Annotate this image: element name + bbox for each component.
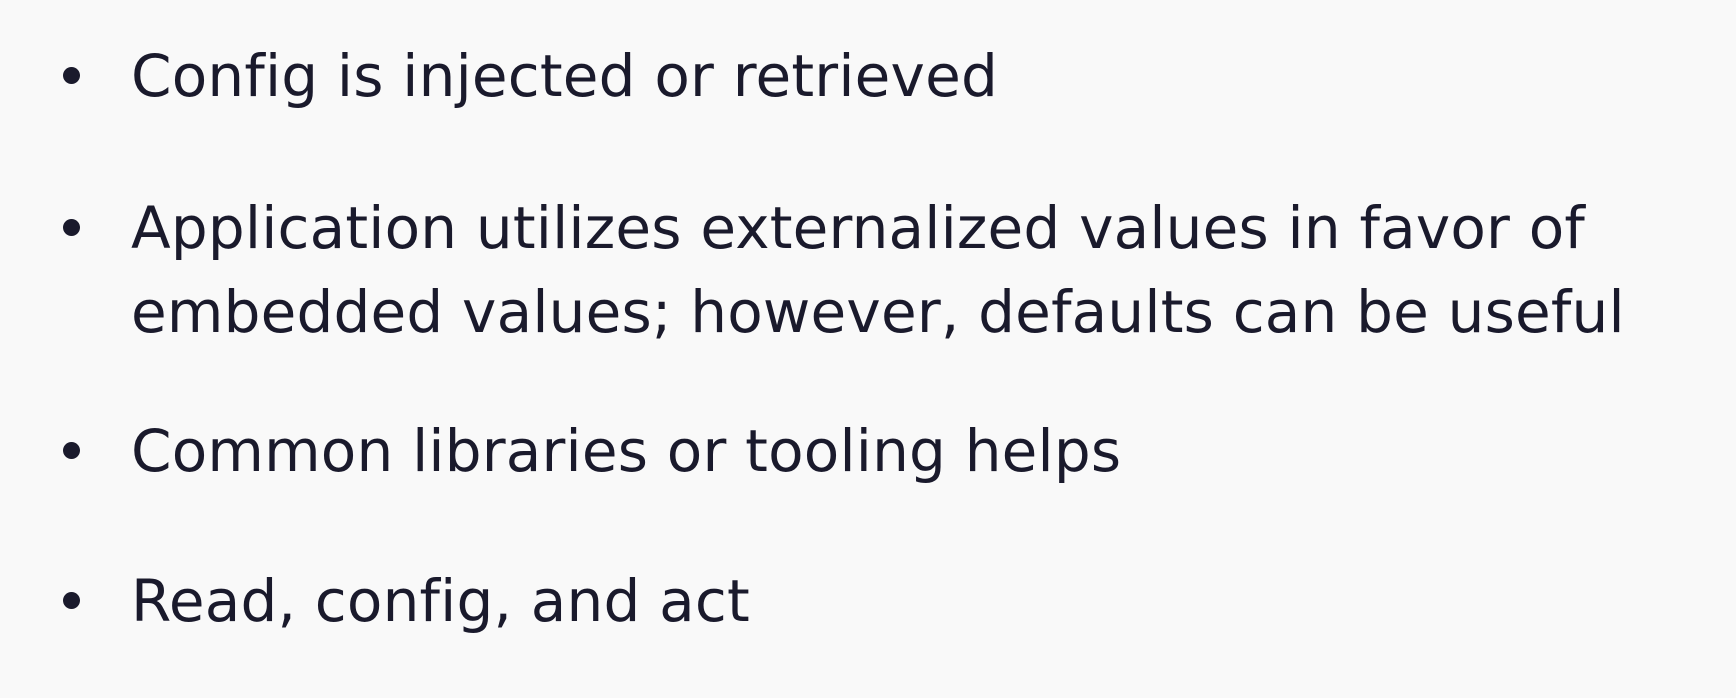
- bullet-text: Application utilizes externalized values…: [131, 186, 1625, 354]
- bullet-dot-icon: [63, 67, 80, 84]
- bullet-item: Common libraries or tooling helps: [63, 409, 1121, 493]
- bullet-text: Read, config, and act: [131, 567, 750, 635]
- bullet-dot-icon: [63, 592, 80, 609]
- bullet-item: Config is injected or retrieved: [63, 34, 998, 118]
- bullet-text: Config is injected or retrieved: [131, 42, 998, 110]
- bullet-item: Read, config, and act: [63, 559, 750, 643]
- bullet-dot-icon: [63, 219, 80, 236]
- bullet-dot-icon: [63, 442, 80, 459]
- bullet-item: Application utilizes externalized values…: [63, 186, 1625, 354]
- bullet-text-line: Application utilizes externalized values…: [131, 194, 1586, 262]
- bullet-text: Common libraries or tooling helps: [131, 417, 1122, 485]
- bullet-text-line: embedded values; however, defaults can b…: [131, 278, 1625, 346]
